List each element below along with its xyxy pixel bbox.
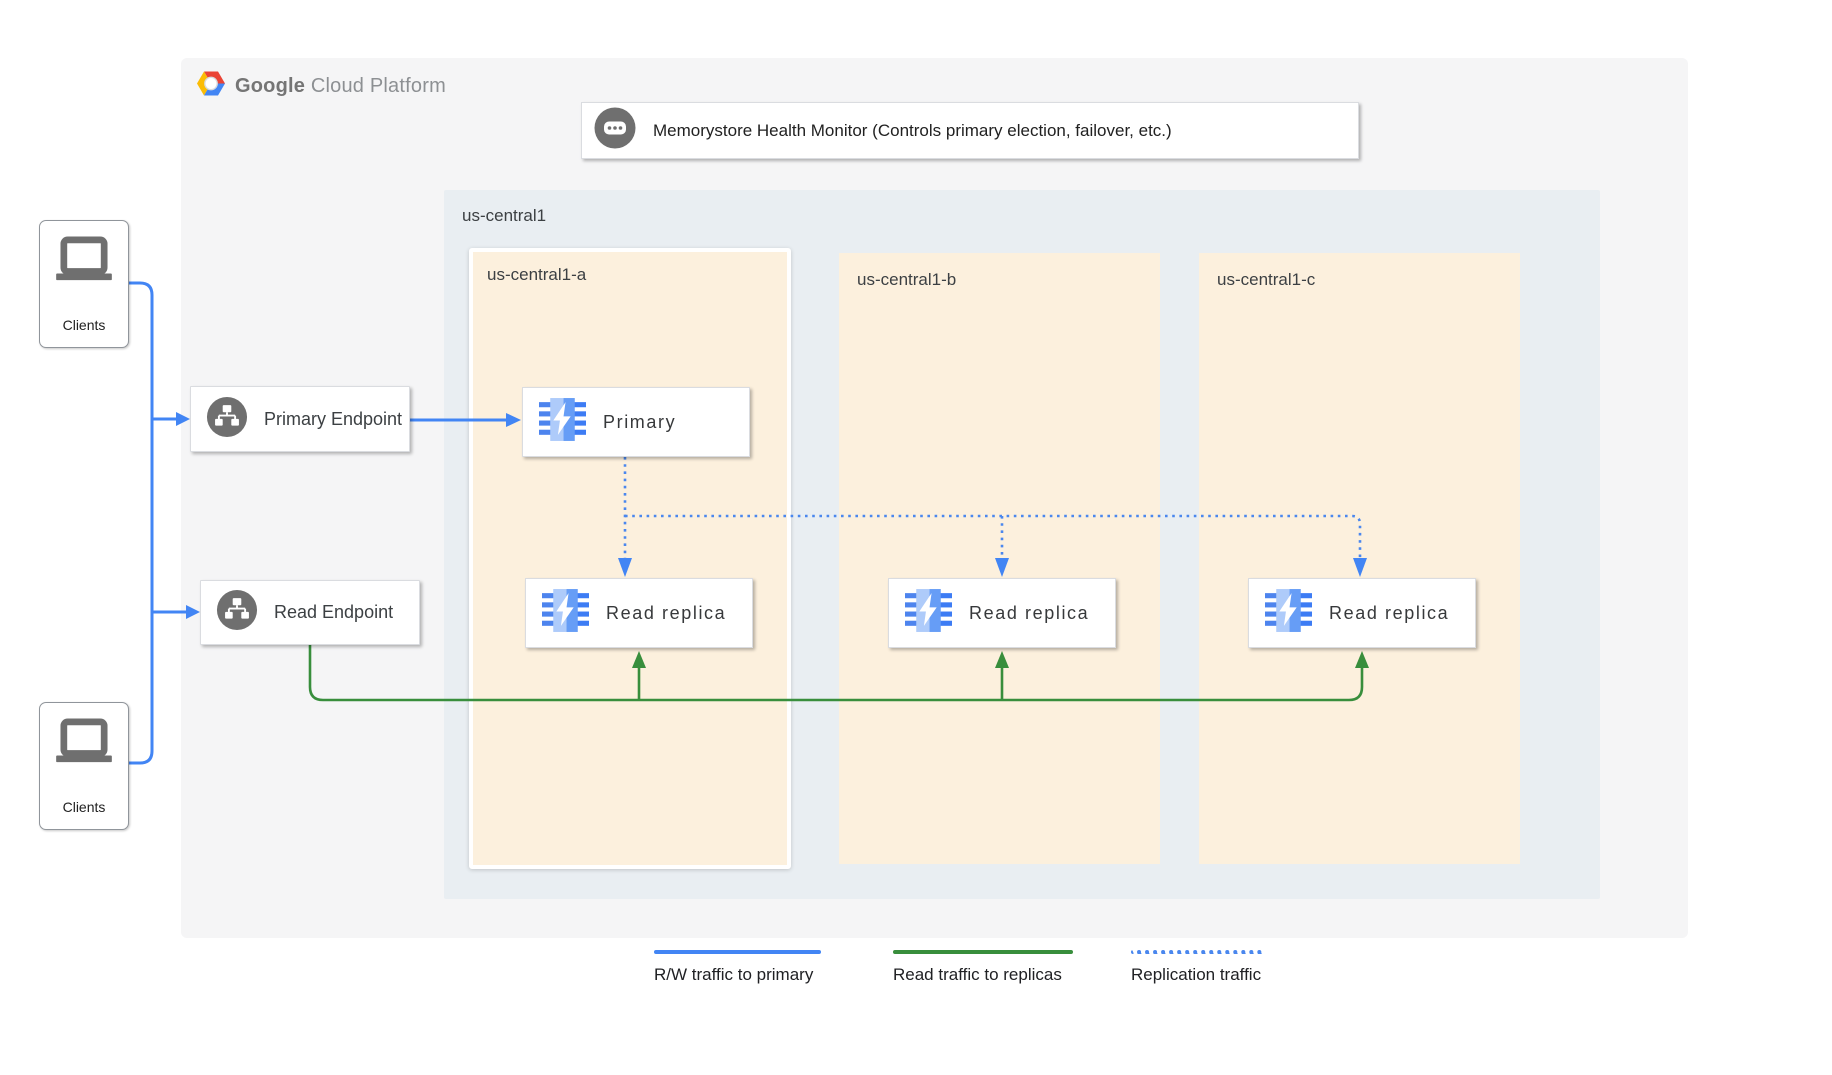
read-replica-label: Read replica <box>1329 602 1450 623</box>
legend-rw-traffic: R/W traffic to primary <box>654 950 821 985</box>
primary-node-box: Primary <box>522 387 750 457</box>
health-monitor-label: Memorystore Health Monitor (Controls pri… <box>653 120 1172 140</box>
chat-ellipsis-icon <box>594 107 636 154</box>
gcp-logo: Google Cloud Platform <box>196 70 446 102</box>
network-endpoint-icon <box>206 396 248 443</box>
logo-word-google: Google <box>235 74 306 97</box>
legend-label: R/W traffic to primary <box>654 965 814 984</box>
clients-label: Clients <box>62 799 106 815</box>
primary-endpoint-box: Primary Endpoint <box>190 386 410 452</box>
network-endpoint-icon <box>216 589 258 636</box>
read-endpoint-label: Read Endpoint <box>274 602 394 622</box>
zone-label: us-central1-c <box>1217 270 1316 289</box>
primary-node-label: Primary <box>603 411 677 432</box>
gcp-logo-text: Google Cloud Platform <box>235 75 446 98</box>
legend-label: Read traffic to replicas <box>893 965 1062 984</box>
legend-green-solid-line <box>893 950 1073 954</box>
read-replica-box-c: Read replica <box>1248 578 1476 648</box>
primary-endpoint-label: Primary Endpoint <box>264 408 403 429</box>
clients-label: Clients <box>62 317 106 333</box>
region-us-central1: us-central1 us-central1-a us-central1-b … <box>444 190 1600 899</box>
laptop-icon <box>54 718 114 771</box>
zone-us-central1-c: us-central1-c <box>1199 253 1520 864</box>
read-endpoint-box: Read Endpoint <box>200 580 420 645</box>
read-replica-box-a: Read replica <box>525 578 753 648</box>
clients-box-top: Clients <box>39 220 129 348</box>
zone-label: us-central1-a <box>487 265 587 284</box>
zone-label: us-central1-b <box>857 270 957 289</box>
read-replica-label: Read replica <box>969 602 1090 623</box>
legend-blue-solid-line <box>654 950 821 954</box>
clients-box-bottom: Clients <box>39 702 129 830</box>
memorystore-icon <box>539 398 586 446</box>
logo-word-cloud-platform: Cloud Platform <box>310 74 446 97</box>
memorystore-icon <box>905 589 952 637</box>
zone-us-central1-b: us-central1-b <box>839 253 1160 864</box>
memorystore-icon <box>542 589 589 637</box>
region-label: us-central1 <box>462 206 547 225</box>
read-replica-label: Read replica <box>606 602 727 623</box>
health-monitor-box: Memorystore Health Monitor (Controls pri… <box>581 102 1359 159</box>
legend-blue-dotted-line <box>1131 950 1263 954</box>
zone-us-central1-a: us-central1-a <box>469 248 791 869</box>
memorystore-icon <box>1265 589 1312 637</box>
legend-read-traffic: Read traffic to replicas <box>893 950 1073 985</box>
laptop-icon <box>54 236 114 289</box>
legend-replication-traffic: Replication traffic <box>1131 950 1263 985</box>
read-replica-box-b: Read replica <box>888 578 1116 648</box>
gcp-hexagon-icon <box>196 70 226 102</box>
legend-label: Replication traffic <box>1131 965 1262 984</box>
